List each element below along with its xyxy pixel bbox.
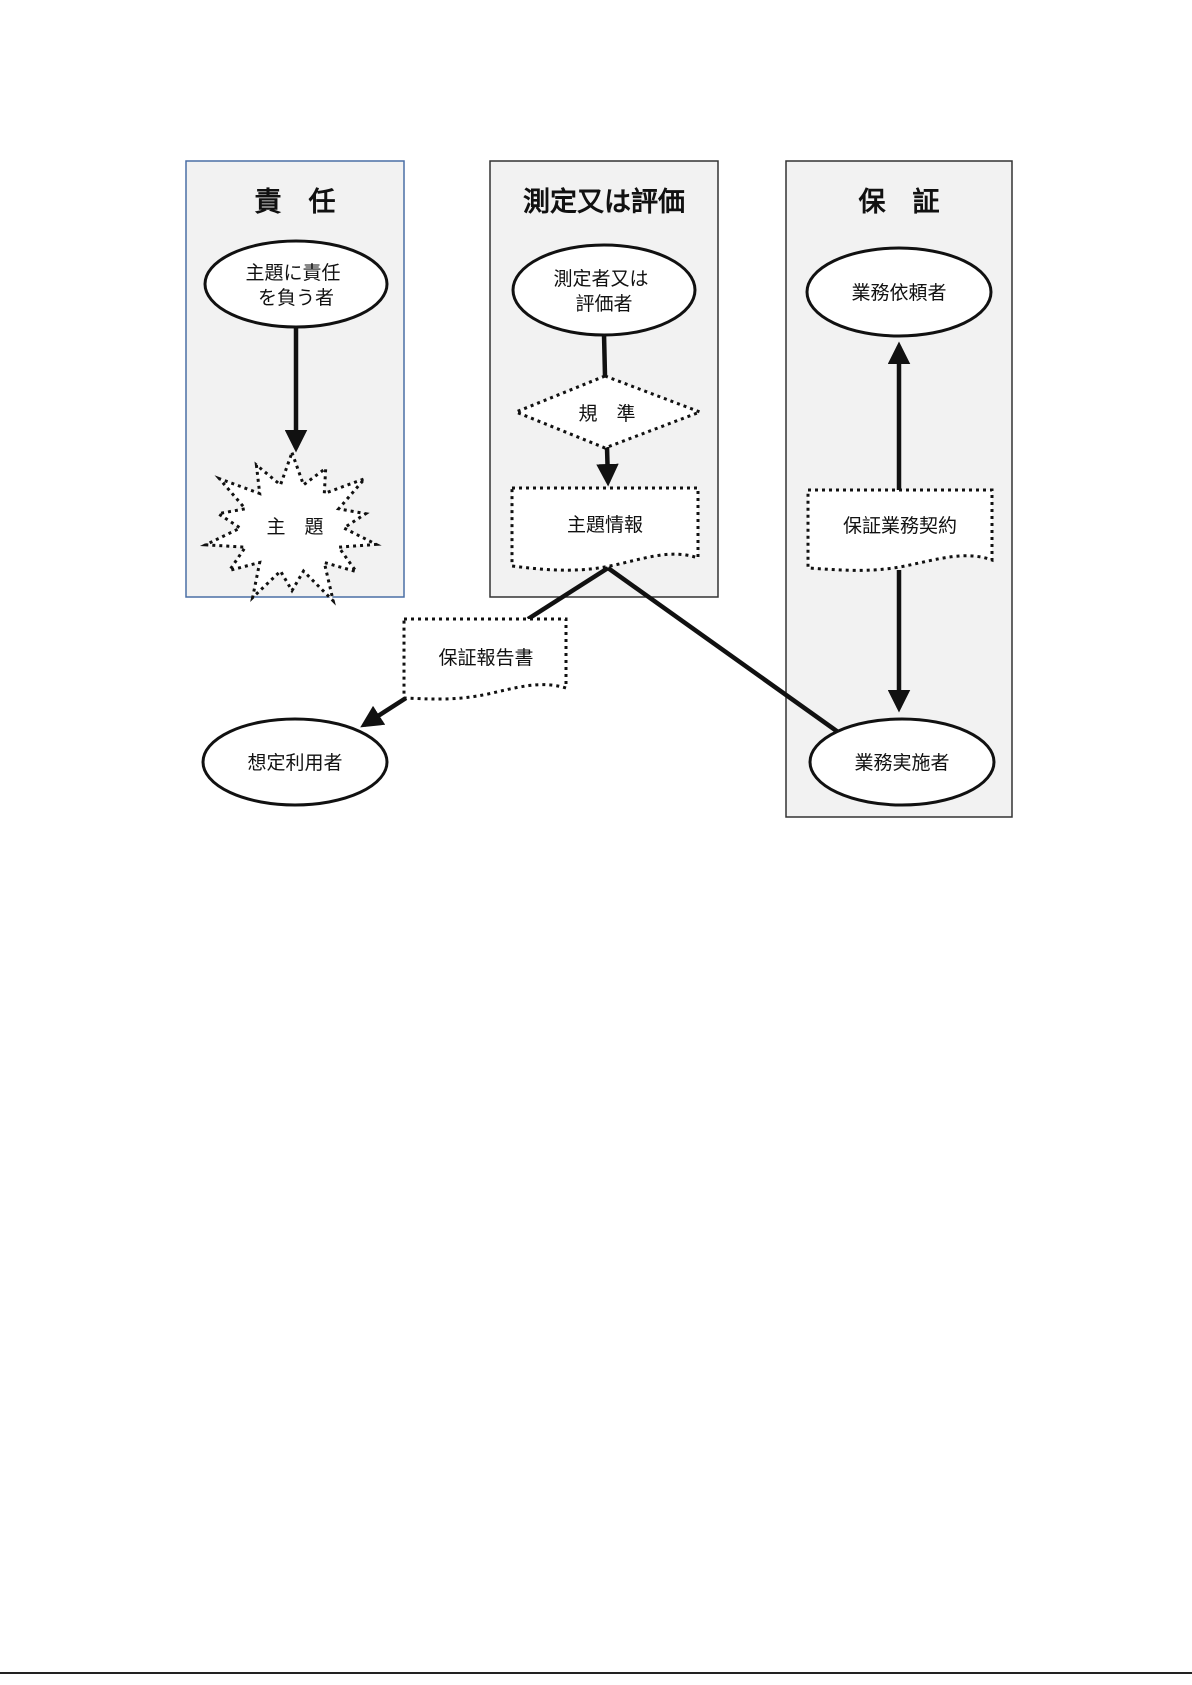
arrow-criteria-to-subject-info xyxy=(607,447,608,482)
intended-users-label: 想定利用者 xyxy=(247,752,342,774)
engagement-contract-label: 保証業務契約 xyxy=(843,515,957,537)
measurer-line-2: 評価者 xyxy=(575,293,632,315)
engaging-party-label: 業務依頼者 xyxy=(851,282,946,304)
node-engaging-party: 業務依頼者 xyxy=(807,248,991,336)
panel-title-assurance: 保 証 xyxy=(858,186,940,218)
node-practitioner: 業務実施者 xyxy=(810,719,994,805)
panel-title-measurement: 測定又は評価 xyxy=(523,186,685,218)
responsible-party-line-1: 主題に責任 xyxy=(245,262,340,284)
node-measurer: 測定者又は 評価者 xyxy=(513,245,695,335)
responsible-party-line-2: を負う者 xyxy=(258,287,334,309)
practitioner-label: 業務実施者 xyxy=(854,752,949,774)
subject-info-label: 主題情報 xyxy=(567,514,643,536)
panel-title-responsibility: 責 任 xyxy=(255,187,336,218)
assurance-report-label: 保証報告書 xyxy=(438,647,533,669)
node-assurance-report: 保証報告書 xyxy=(404,619,566,699)
criteria-label: 規 準 xyxy=(578,403,635,425)
line-measurer-to-criteria xyxy=(604,334,605,376)
footer-rule xyxy=(0,1672,1192,1674)
subject-matter-label: 主 題 xyxy=(266,516,323,538)
measurer-line-1: 測定者又は xyxy=(553,268,648,290)
node-intended-users: 想定利用者 xyxy=(203,719,387,805)
arrow-report-to-users xyxy=(364,698,406,725)
node-responsible-party: 主題に責任 を負う者 xyxy=(205,241,387,327)
